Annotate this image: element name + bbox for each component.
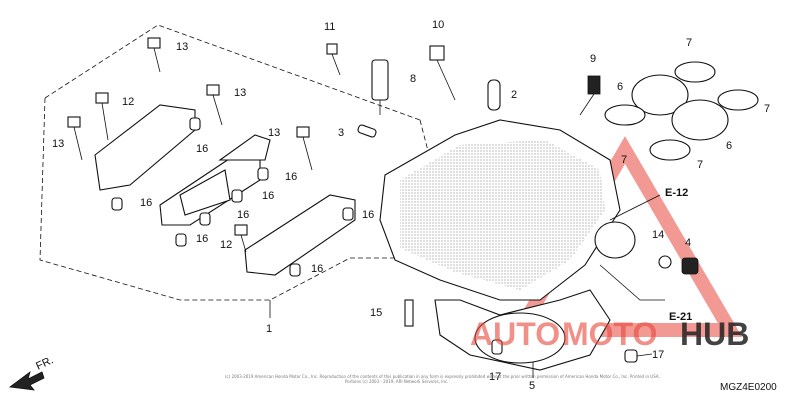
callout-7c: 7 xyxy=(621,154,627,166)
callout-9: 9 xyxy=(590,53,596,65)
callout-10: 10 xyxy=(432,19,444,31)
callout-7d: 7 xyxy=(697,159,703,171)
callout-5: 5 xyxy=(529,380,535,392)
bolt-13c xyxy=(67,116,81,128)
sensor-9 xyxy=(587,75,601,95)
cam-holder-e xyxy=(179,169,231,216)
callout-11: 11 xyxy=(324,21,335,33)
copyright-line-2: Portions (c) 2003 - 2019, ARI Network Se… xyxy=(345,379,448,384)
head-texture xyxy=(400,140,605,290)
callout-16g: 16 xyxy=(196,233,208,245)
callout-12a: 12 xyxy=(122,96,134,108)
callout-17a: 17 xyxy=(489,371,501,383)
pin-3 xyxy=(357,124,377,138)
dowel-h xyxy=(342,207,354,221)
bolt-13b xyxy=(206,84,220,96)
clamp-upper-left xyxy=(674,61,716,83)
callout-3: 3 xyxy=(338,127,344,139)
upper-parts xyxy=(326,43,601,138)
oring-14 xyxy=(658,255,672,269)
callout-14: 14 xyxy=(652,229,664,241)
dowel-d xyxy=(257,167,269,181)
dowel-e xyxy=(231,189,243,203)
callout-16d: 16 xyxy=(262,190,274,202)
bolt-13d xyxy=(296,126,310,138)
callout-4: 4 xyxy=(685,237,691,249)
copyright-line-1: (c) 2003-2019 American Honda Motor Co., … xyxy=(225,374,660,379)
callout-13b: 13 xyxy=(234,87,246,99)
watermark-hub: HUB xyxy=(680,316,749,352)
callout-13c: 13 xyxy=(52,138,64,150)
valve-cover-ring xyxy=(594,221,636,259)
ref-arrow-e21 xyxy=(599,264,665,301)
spark-plug xyxy=(371,59,389,101)
lower-right-parts xyxy=(404,255,699,378)
part-code: MGZ4E0200 xyxy=(720,382,777,393)
intake-insulators xyxy=(604,61,759,161)
clamp-lower-left xyxy=(604,104,646,126)
callout-13a: 13 xyxy=(176,41,188,53)
callout-15: 15 xyxy=(370,307,382,319)
bolt-13a xyxy=(147,37,161,49)
bolt-12a xyxy=(95,92,109,104)
cylinder-head xyxy=(379,119,636,371)
dowel-c xyxy=(199,212,211,226)
front-arrow-icon xyxy=(8,370,45,391)
callout-2: 2 xyxy=(511,89,517,101)
callout-7a: 7 xyxy=(686,37,692,49)
callout-16c: 16 xyxy=(140,197,152,209)
stud-15 xyxy=(404,299,414,327)
cam-holder-c xyxy=(218,134,271,161)
insulator-upper-left xyxy=(631,74,689,116)
cam-holder-group xyxy=(94,104,356,277)
front-label: FR. xyxy=(34,354,55,372)
callout-16h: 16 xyxy=(311,263,323,275)
bolt-11 xyxy=(326,43,338,55)
callout-16e: 16 xyxy=(237,209,249,221)
bolt-10 xyxy=(429,45,445,61)
watermark-auto: AUTO xyxy=(470,316,560,352)
callout-6b: 6 xyxy=(726,140,732,152)
clamp-lower-right xyxy=(649,139,691,161)
callout-8: 8 xyxy=(410,73,416,85)
callout-16f: 16 xyxy=(362,209,374,221)
callout-7b: 7 xyxy=(764,103,770,115)
cam-holder-d xyxy=(244,194,356,276)
callout-1: 1 xyxy=(266,323,272,335)
cam-holder-a xyxy=(94,104,196,191)
callout-16b: 16 xyxy=(285,171,297,183)
dowel-17a xyxy=(491,339,503,355)
dowel-f xyxy=(175,233,187,247)
callout-6a: 6 xyxy=(617,81,623,93)
callout-17b: 17 xyxy=(652,349,664,361)
callout-13d: 13 xyxy=(268,127,280,139)
callout-12b: 12 xyxy=(220,239,232,251)
ref-e12: E-12 xyxy=(665,187,688,199)
bolts-left xyxy=(67,37,313,253)
plug-4 xyxy=(681,257,699,275)
ref-e21: E-21 xyxy=(669,311,692,323)
watermark-moto: MOTO xyxy=(562,316,657,352)
callout-16a: 16 xyxy=(196,143,208,155)
clamp-upper-right xyxy=(717,89,759,111)
dowel-g xyxy=(289,263,301,277)
dowel-b xyxy=(189,117,201,131)
insulator-upper-right xyxy=(671,99,729,141)
ref-arrow-e12 xyxy=(609,194,661,221)
bolt-12b xyxy=(234,224,248,236)
stud-2 xyxy=(487,79,501,111)
dowel-a xyxy=(111,197,123,211)
